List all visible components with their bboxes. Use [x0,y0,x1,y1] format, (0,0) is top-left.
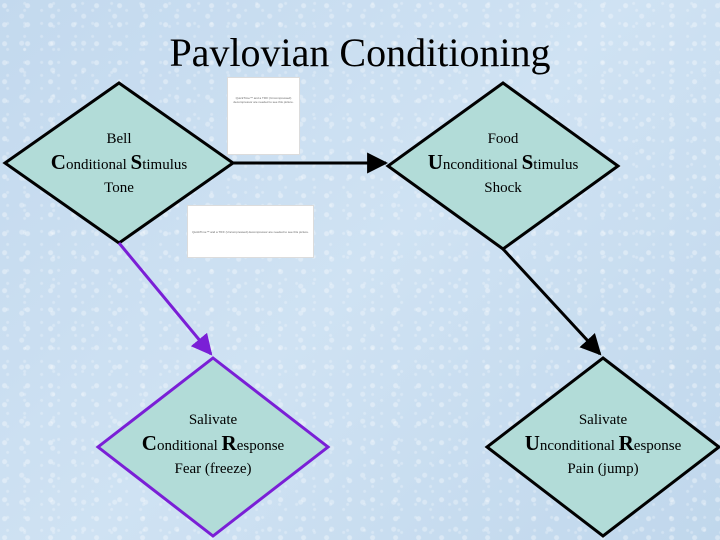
cr-rest2: esponse [236,438,285,454]
ur-line2: Unconditional Response [503,432,703,458]
cs-rest2: timulus [142,157,188,173]
cr-diamond [95,356,331,538]
ur-rest2: esponse [633,438,682,454]
us-initial1: U [427,150,443,174]
cs-label: Bell Conditional Stimulus Tone [19,128,219,200]
ur-rest1: nconditional [539,438,619,454]
us-rest2: timulus [533,157,579,173]
cr-initial1: C [141,431,157,455]
ur-initial1: U [524,431,540,455]
cs-line3: Tone [104,180,134,196]
cr-initial2: R [221,431,237,455]
us-rest1: nconditional [442,157,522,173]
us-to-ur-arrow [501,247,602,356]
us-line2: Unconditional Stimulus [403,151,603,177]
cr-label: Salivate Conditional Response Fear (free… [113,409,313,481]
image-placeholder-middle: QuickTime™ and a TIFF (Uncompressed) dec… [187,205,314,258]
cs-line2: Conditional Stimulus [19,151,219,177]
cs-line1: Bell [106,131,132,147]
ur-line1: Salivate [578,412,628,428]
cr-line2: Conditional Response [113,432,313,458]
us-label: Food Unconditional Stimulus Shock [403,128,603,200]
cr-line1: Salivate [188,412,238,428]
us-line3: Shock [484,180,522,196]
us-line1: Food [487,131,519,147]
cs-to-cr-arrow [117,242,213,356]
cs-rest1: onditional [65,157,131,173]
ur-initial2: R [618,431,634,455]
cs-initial1: C [50,150,66,174]
cs-initial2: S [130,150,143,174]
us-initial2: S [521,150,534,174]
cr-line3: Fear (freeze) [174,461,252,477]
slide-title: Pavlovian Conditioning [169,30,551,75]
cr-rest1: onditional [156,438,222,454]
ur-diamond [484,356,720,538]
ur-label: Salivate Unconditional Response Pain (ju… [503,409,703,481]
ur-line3: Pain (jump) [567,461,639,477]
image-placeholder-top: QuickTime™ and a TIFF (Uncompressed) dec… [227,77,300,155]
